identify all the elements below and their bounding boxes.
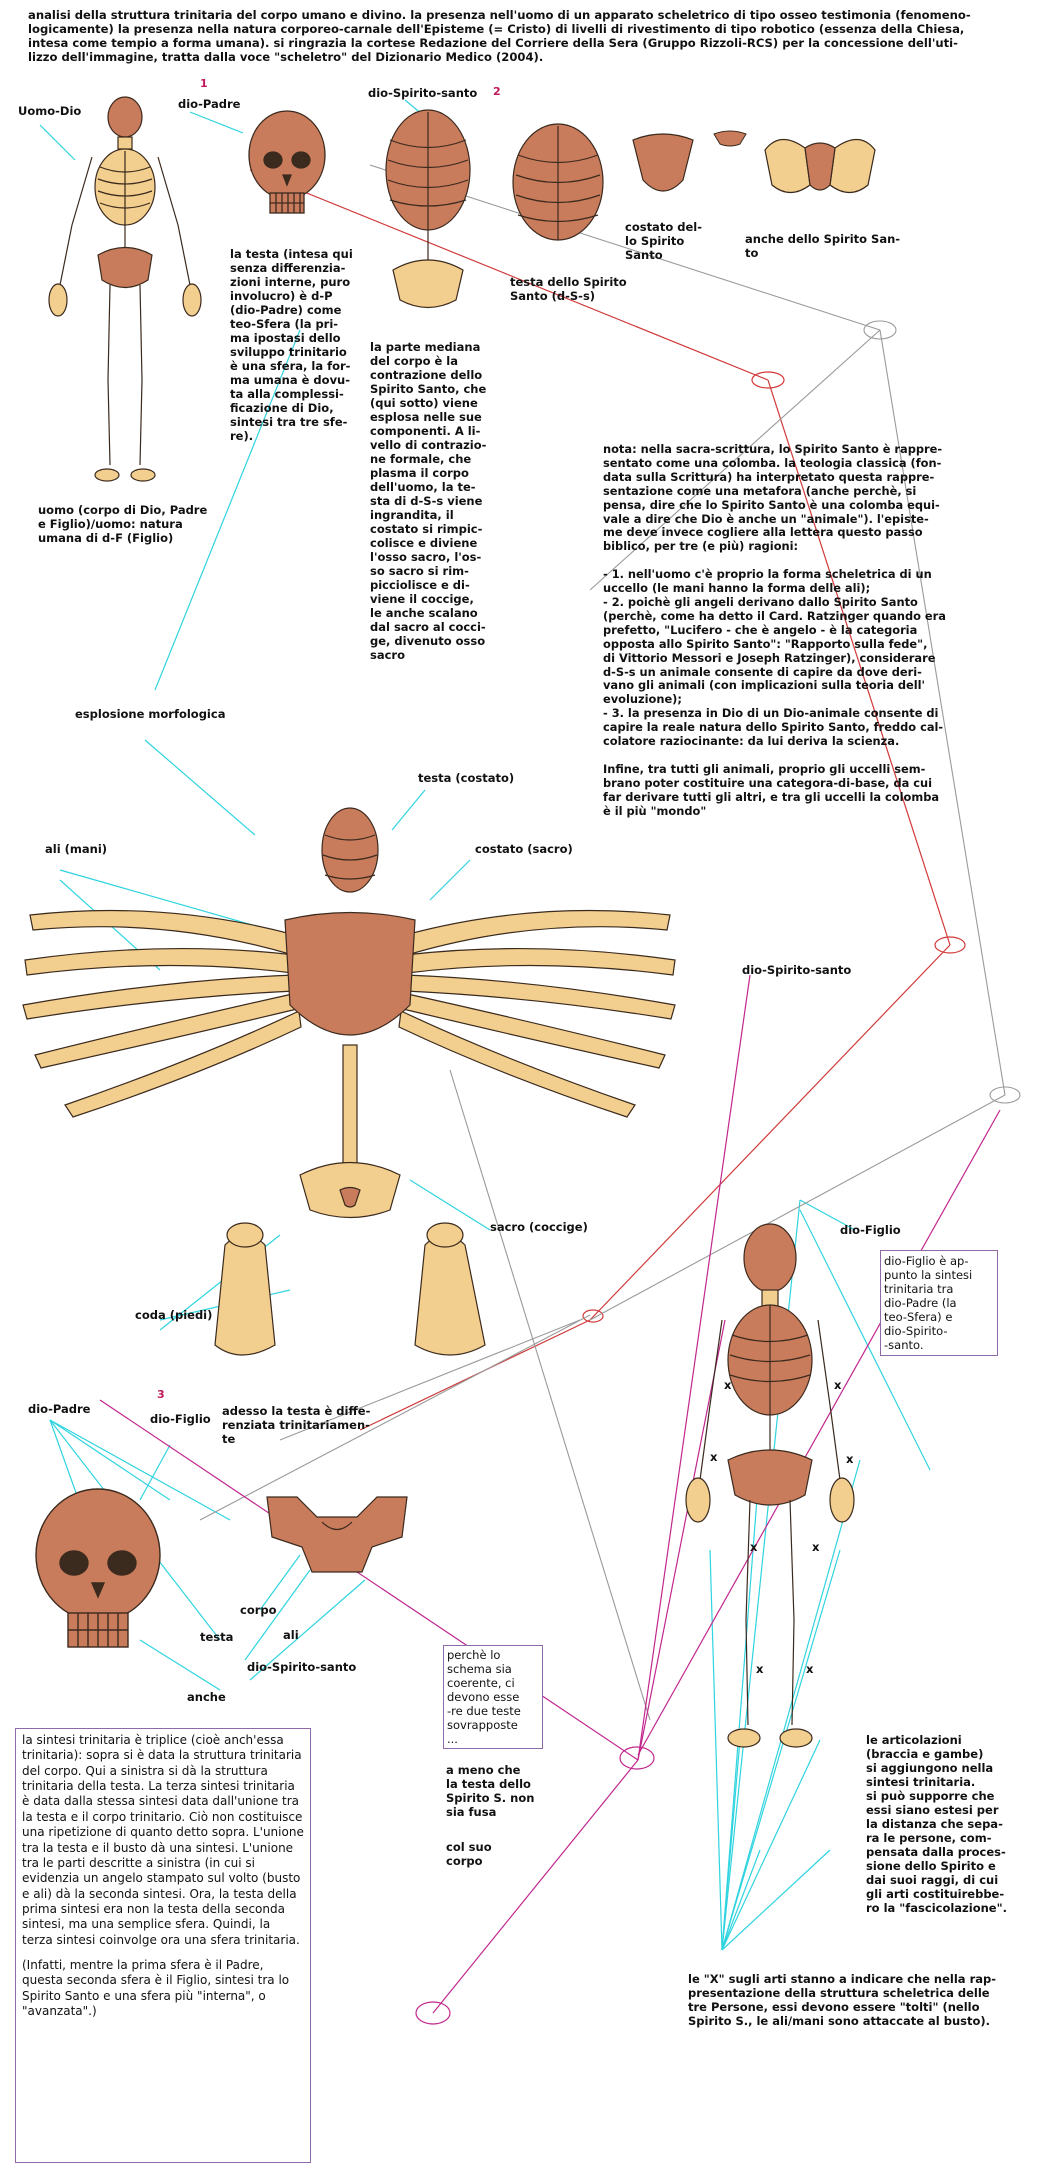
x-mark-2: x: [834, 1378, 841, 1392]
text-infatti: (Infatti, mentre la prima sfera è il Pad…: [22, 1958, 304, 2019]
label-testa: testa: [200, 1630, 233, 1644]
label-dio-padre-bottom: dio-Padre: [28, 1402, 90, 1416]
text-testa-intesa: la testa (intesa qui senza differenzia- …: [230, 247, 355, 443]
label-dio-spirito-santo-mid: dio-Spirito-santo: [742, 963, 851, 977]
label-corpo: corpo: [240, 1603, 277, 1617]
x-mark-4: x: [846, 1452, 853, 1466]
section-number-3: 3: [157, 1388, 165, 1401]
box-dio-figlio: dio-Figlio è ap- punto la sintesi trinit…: [880, 1250, 998, 1356]
label-esplosione-morfologica: esplosione morfologica: [75, 707, 225, 721]
skeleton-dio-figlio-figure: [670, 1220, 870, 1760]
skeleton-uomo-dio-figure: [30, 95, 220, 495]
costato-spirito-figure: [628, 130, 698, 210]
label-testa-costato: testa (costato): [418, 771, 514, 785]
label-costato-spirito: costato del- lo Spirito Santo: [625, 220, 702, 262]
x-mark-6: x: [812, 1540, 819, 1554]
ribcage-testa-spirito-figure: [508, 120, 608, 260]
label-dio-spirito-santo-bottom: dio-Spirito-santo: [247, 1660, 356, 1674]
skull-dio-padre-figure: [245, 105, 330, 235]
text-uomo-corpo: uomo (corpo di Dio, Padre e Figlio)/uomo…: [38, 503, 238, 545]
box-sintesi-trinitaria: la sintesi trinitaria è triplice (cioè a…: [15, 1728, 311, 2163]
text-articolazioni: le articolazioni (braccia e gambe) si ag…: [866, 1733, 1036, 1915]
label-testa-spirito: testa dello Spirito Santo (d-S-s): [510, 275, 627, 303]
ribcage-spirito-santo-figure: [378, 100, 478, 325]
section-number-2: 2: [493, 85, 501, 98]
exploded-skeleton-figure: [15, 805, 675, 1385]
text-parte-mediana: la parte mediana del corpo è la contrazi…: [370, 340, 510, 662]
x-mark-5: x: [750, 1540, 757, 1554]
x-mark-8: x: [806, 1662, 813, 1676]
text-adesso-testa: adesso la testa è diffe- renziata trinit…: [222, 1404, 370, 1446]
text-nota: nota: nella sacra-scrittura, lo Spirito …: [603, 443, 1023, 818]
x-mark-7: x: [756, 1662, 763, 1676]
x-mark-3: x: [710, 1450, 717, 1464]
skull-dio-padre-large-figure: [28, 1485, 168, 1660]
anche-spirito-figure: [760, 130, 880, 215]
angel-face-figure: [262, 1492, 412, 1582]
label-anche: anche: [187, 1690, 226, 1704]
label-anche-spirito: anche dello Spirito San- to: [745, 232, 900, 260]
text-col-suo: col suo corpo: [446, 1840, 492, 1868]
label-dio-spirito-santo-top: dio-Spirito-santo: [368, 86, 477, 100]
small-bone-figure: [712, 130, 748, 150]
x-mark-1: x: [724, 1378, 731, 1392]
label-ali: ali: [283, 1628, 299, 1642]
box-perche-lo: perchè lo schema sia coerente, ci devono…: [443, 1645, 543, 1749]
text-le-x: le "X" sugli arti stanno a indicare che …: [688, 1972, 1033, 2028]
section-number-1: 1: [200, 77, 208, 90]
label-dio-figlio-bottom: dio-Figlio: [150, 1412, 211, 1426]
text-sintesi-triplice: la sintesi trinitaria è triplice (cioè a…: [22, 1733, 304, 1948]
label-coda-piedi: coda (piedi): [135, 1308, 212, 1322]
text-a-meno-che: a meno che la testa dello Spirito S. non…: [446, 1763, 534, 1819]
label-sacro-coccige: sacro (coccige): [490, 1220, 588, 1234]
intro-text: analisi della struttura trinitaria del c…: [28, 8, 1028, 65]
